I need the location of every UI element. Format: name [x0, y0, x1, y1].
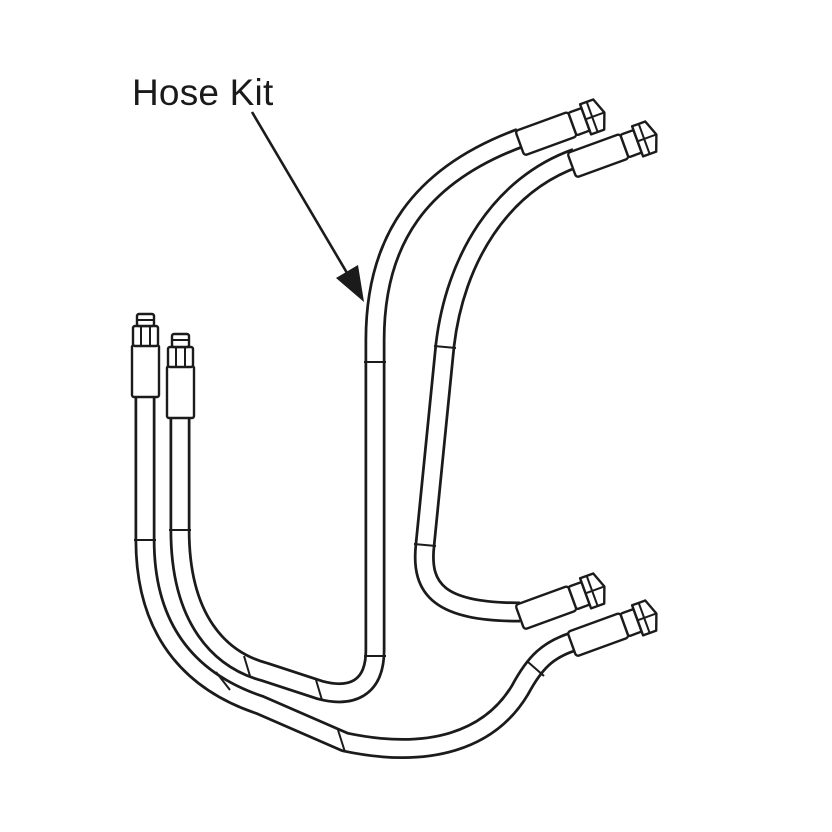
fitting-top-2 [567, 120, 658, 178]
fitting-left-2 [165, 332, 196, 420]
fitting-bottom-2 [567, 599, 658, 657]
hose-1 [134, 392, 576, 759]
callout-label: Hose Kit [132, 72, 274, 113]
fitting-left-1 [130, 312, 161, 399]
callout-arrow [250, 111, 364, 302]
fitting-top-1 [515, 98, 606, 156]
hose-3 [413, 148, 580, 623]
fitting-bottom-1 [515, 572, 606, 630]
hose-2 [169, 128, 524, 704]
